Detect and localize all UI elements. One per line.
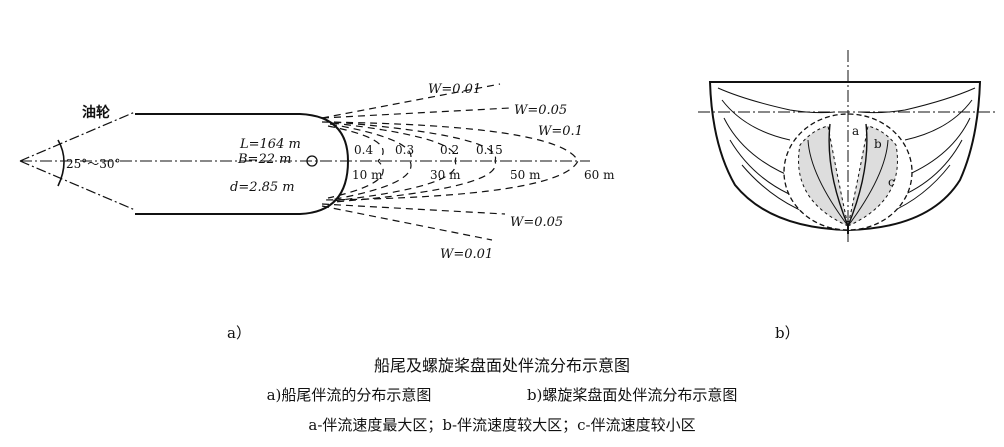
wake-value-top-inner: W=0.1 [538,124,583,139]
distance-60m: 60 m [584,168,615,182]
zone-a-label: a [852,124,859,138]
wake-contour-lines [321,83,579,241]
draft-label: d=2.85 m [230,180,295,195]
caption-b: b)螺旋桨盘面处伴流分布示意图 [526,386,738,404]
distance-10m: 10 m [352,168,383,182]
distance-50m: 50 m [510,168,541,182]
zone-b-label: b [874,137,882,151]
caption-a: a)船尾伴流的分布示意图 [266,386,432,404]
figure-subcaptions: a)船尾伴流的分布示意图 b)螺旋桨盘面处伴流分布示意图 [0,384,1004,405]
wake-value-bottom-mid: W=0.05 [510,215,563,230]
figure-legend: a-伴流速度最大区；b-伴流速度较大区；c-伴流速度较小区 [308,416,696,434]
inner-wake-value-0: 0.4 [354,143,373,157]
angle-label: 25°～30° [66,157,121,171]
inner-wake-value-2: 0.2 [440,143,459,157]
wake-value-top-mid: W=0.05 [514,103,567,118]
panel-a-label: a） [227,324,251,342]
inner-wake-value-1: 0.3 [395,143,414,157]
beam-label: B=22 m [237,152,291,167]
wake-value-top-outer: W=0.01 [428,82,481,97]
figure-title: 船尾及螺旋桨盘面处伴流分布示意图 [373,356,630,375]
panel-b-label: b） [775,324,800,342]
panel-b-diagram [698,50,995,245]
wake-value-bottom-outer: W=0.01 [440,247,493,262]
zone-c-label: c [888,175,895,189]
distance-30m: 30 m [430,168,461,182]
ship-type-label: 油轮 [82,104,110,121]
length-label: L=164 m [239,137,301,152]
inner-wake-value-3: 0.15 [476,143,503,157]
panel-a-diagram [19,83,590,241]
